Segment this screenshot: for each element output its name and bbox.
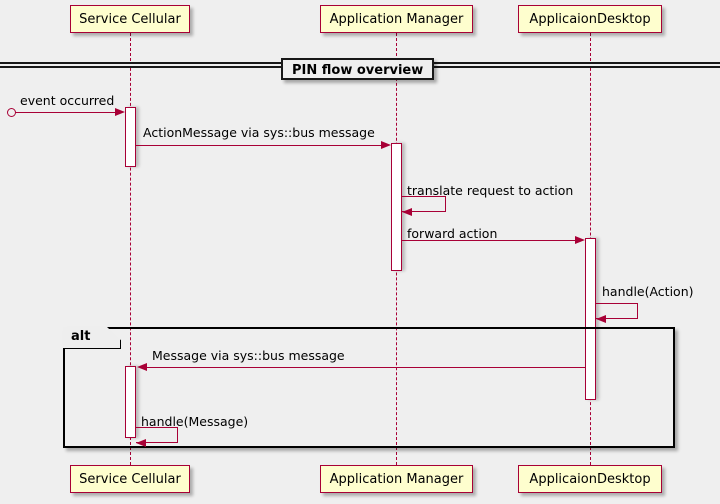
activation-application-manager-1: [391, 143, 402, 271]
activation-applicaion-desktop-1: [585, 238, 596, 400]
participant-label: ApplicaionDesktop: [529, 12, 651, 27]
divider-label: PIN flow overview: [281, 58, 435, 80]
message-line-event-occurred: [15, 112, 119, 113]
message-label-handle-message: handle(Message): [141, 414, 249, 429]
message-line-forward-action: [402, 240, 579, 241]
participant-header-service-cellular[interactable]: Service Cellular: [70, 5, 190, 33]
alt-operator-label: alt: [71, 329, 91, 344]
activation-service-cellular-2: [125, 366, 136, 438]
participant-label: Service Cellular: [79, 472, 181, 487]
message-arrowhead-handle-action: [596, 314, 606, 323]
message-arrowhead-event-occurred: [115, 107, 125, 116]
message-label-action-message: ActionMessage via sys::bus message: [143, 125, 375, 140]
alt-fragment-frame: [63, 327, 675, 448]
activation-service-cellular-1: [125, 107, 136, 167]
participant-label: Service Cellular: [79, 12, 181, 27]
participant-label: Application Manager: [329, 12, 464, 27]
message-label-bus-message-return: Message via sys::bus message: [152, 348, 345, 363]
message-line-bus-message-return: [141, 367, 585, 368]
message-label-translate-request: translate request to action: [407, 183, 574, 198]
message-arrowhead-handle-message: [136, 438, 146, 447]
participant-footer-service-cellular[interactable]: Service Cellular: [70, 465, 190, 493]
message-label-handle-action: handle(Action): [602, 284, 694, 299]
lifeline-service-cellular: [130, 33, 131, 465]
self-message-loop-handle-action: [596, 303, 638, 319]
divider-text: PIN flow overview: [292, 63, 424, 78]
self-message-loop-translate-request: [402, 196, 446, 212]
message-line-action-message: [136, 145, 385, 146]
participant-header-applicaion-desktop[interactable]: ApplicaionDesktop: [518, 5, 662, 33]
self-message-loop-handle-message: [136, 427, 178, 443]
participant-label: ApplicaionDesktop: [529, 472, 651, 487]
message-arrowhead-forward-action: [575, 235, 585, 244]
participant-header-application-manager[interactable]: Application Manager: [320, 5, 473, 33]
message-arrowhead-bus-message-return: [137, 362, 147, 371]
message-arrowhead-translate-request: [402, 207, 412, 216]
message-arrowhead-action-message: [381, 140, 391, 149]
message-label-forward-action: forward action: [407, 226, 498, 241]
message-label-event-occurred: event occurred: [20, 93, 115, 108]
participant-footer-applicaion-desktop[interactable]: ApplicaionDesktop: [518, 465, 662, 493]
participant-footer-application-manager[interactable]: Application Manager: [320, 465, 473, 493]
participant-label: Application Manager: [329, 472, 464, 487]
